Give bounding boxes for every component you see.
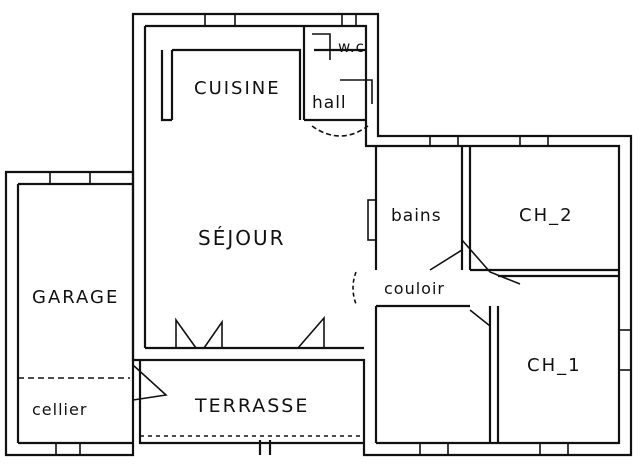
room-label-wc: w.c: [338, 38, 365, 56]
room-label-hall: hall: [312, 93, 347, 113]
room-label-bains: bains: [391, 206, 442, 226]
room-label-sejour: SÉJOUR: [198, 226, 286, 250]
room-label-couloir: couloir: [384, 279, 445, 298]
room-label-ch1: CH_1: [527, 355, 582, 376]
room-label-terrasse: TERRASSE: [194, 395, 309, 417]
walls: [4, 12, 633, 457]
room-label-cuisine: CUISINE: [194, 78, 281, 99]
room-label-garage: GARAGE: [32, 287, 119, 308]
doors: [18, 33, 521, 437]
room-labels: w.c CUISINE hall SÉJOUR bains CH_2 GARAG…: [32, 38, 582, 419]
room-label-cellier: cellier: [32, 400, 87, 419]
room-label-ch2: CH_2: [519, 205, 574, 226]
windows: [49, 13, 632, 456]
